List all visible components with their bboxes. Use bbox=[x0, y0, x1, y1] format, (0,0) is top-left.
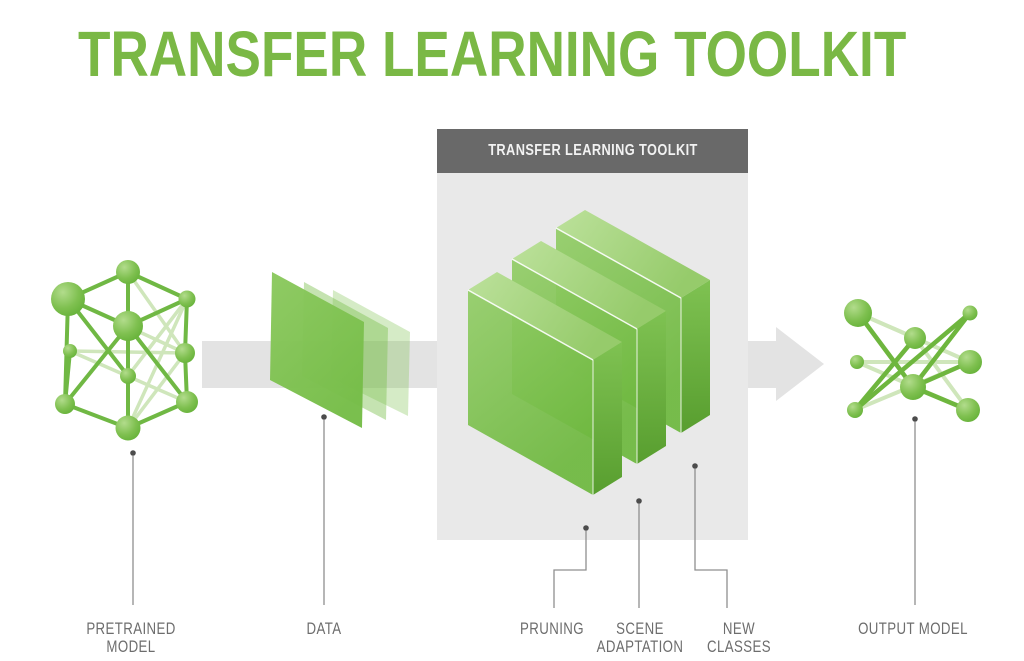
label-line: PRUNING bbox=[520, 619, 584, 638]
label-data: DATA bbox=[307, 620, 342, 638]
label-line: MODEL bbox=[106, 637, 156, 656]
label-line: DATA bbox=[306, 619, 342, 638]
data-stacked-sheets-icon bbox=[270, 272, 410, 428]
leader-dot-output-model bbox=[912, 416, 918, 422]
label-output-model: OUTPUT MODEL bbox=[858, 620, 968, 638]
label-line: OUTPUT MODEL bbox=[858, 619, 968, 638]
label-line: PRETRAINED bbox=[86, 619, 176, 638]
pretrained-model-neural-network-icon bbox=[51, 260, 198, 441]
label-line: NEW bbox=[722, 619, 756, 638]
label-pruning: PRUNING bbox=[520, 620, 584, 638]
leader-dots bbox=[130, 414, 918, 531]
leader-dot-pruning bbox=[583, 525, 589, 531]
toolkit-box-header-label: TRANSFER LEARNING TOOLKIT bbox=[487, 142, 698, 159]
label-line: SCENE bbox=[616, 619, 664, 638]
toolkit-box-header: TRANSFER LEARNING TOOLKIT bbox=[437, 129, 748, 173]
toolkit-stacked-3d-slabs-icon bbox=[467, 210, 710, 495]
leader-line-pruning bbox=[553, 531, 587, 608]
label-pretrained-model: PRETRAINED MODEL bbox=[86, 620, 175, 656]
leader-dot-new-classes bbox=[692, 463, 698, 469]
leader-line-new-classes bbox=[694, 469, 728, 608]
label-line: ADAPTATION bbox=[596, 637, 684, 656]
page-title: TRANSFER LEARNING TOOLKIT bbox=[78, 18, 907, 90]
network-nodes bbox=[844, 299, 982, 422]
label-scene-adaptation: SCENE ADAPTATION bbox=[597, 620, 684, 656]
leader-dot-pretrained-model bbox=[130, 450, 136, 456]
network-nodes bbox=[51, 260, 198, 441]
leader-dot-data bbox=[321, 414, 327, 420]
output-model-neural-network-icon bbox=[844, 299, 982, 422]
label-line: CLASSES bbox=[707, 637, 771, 656]
leader-dot-scene-adaptation bbox=[636, 498, 642, 504]
label-new-classes: NEW CLASSES bbox=[707, 620, 771, 656]
leader-lines bbox=[132, 420, 916, 608]
pruning-slab bbox=[467, 272, 622, 495]
